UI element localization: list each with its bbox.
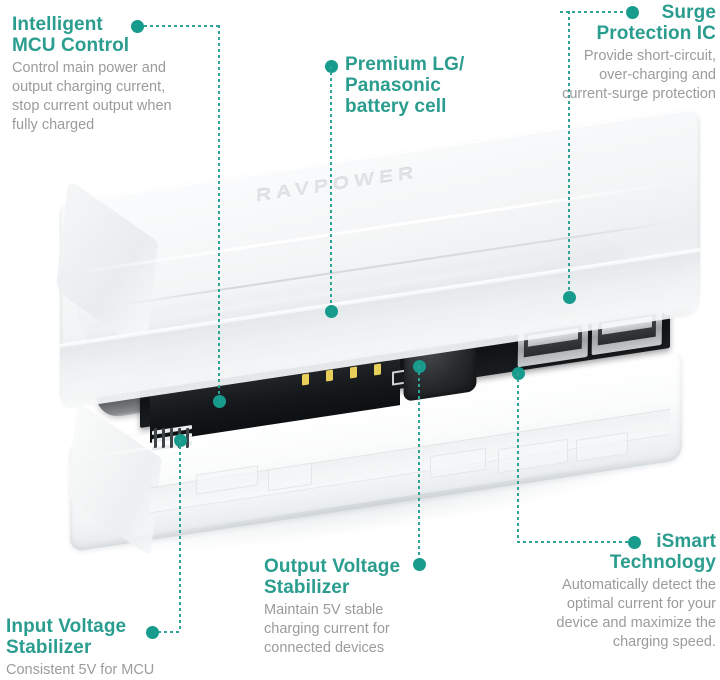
callout-body: Control main power and output charging c…: [12, 60, 172, 133]
callout-input-voltage-stabilizer: Input Voltage Stabilizer Consistent 5V f…: [6, 616, 206, 680]
connector-line-input-vertical: [179, 440, 181, 632]
callout-title: iSmart Technology: [609, 531, 716, 573]
pcb-gold-component: [374, 363, 381, 376]
connector-dot-ismart-label: [628, 536, 641, 549]
pcb-pad-split: [154, 427, 157, 449]
connector-line-mcu-vertical: [218, 25, 220, 401]
callout-surge-protection-ic: Surge Protection IC Provide short-circui…: [512, 2, 716, 104]
connector-line-input-horizontal: [158, 631, 180, 633]
connector-dot-input-label: [146, 626, 159, 639]
callout-body: Automatically detect the optimal current…: [556, 577, 716, 650]
callout-intelligent-mcu-control: Intelligent MCU Control Control main pow…: [12, 14, 212, 135]
connector-line-ismart-vertical: [517, 373, 519, 543]
callout-title: Premium LG/ Panasonic battery cell: [345, 54, 465, 117]
callout-title: Surge Protection IC: [596, 2, 716, 44]
connector-dot-mcu-target: [213, 395, 226, 408]
callout-body: Provide short-circuit, over-charging and…: [562, 48, 716, 102]
callout-output-voltage-stabilizer: Output Voltage Stabilizer Maintain 5V st…: [264, 556, 474, 658]
callout-body: Maintain 5V stable charging current for …: [264, 602, 390, 656]
connector-dot-surge-target: [563, 291, 576, 304]
callout-title: Output Voltage Stabilizer: [264, 556, 401, 598]
pcb-gold-component: [302, 373, 309, 386]
connector-line-surge-horizontal: [560, 11, 628, 13]
callout-premium-battery-cell: Premium LG/ Panasonic battery cell: [345, 54, 525, 117]
callout-title: Input Voltage Stabilizer: [6, 616, 127, 658]
connector-dot-output-label: [413, 558, 426, 571]
callout-ismart-technology: iSmart Technology Automatically detect t…: [500, 531, 716, 652]
connector-line-output-vertical: [418, 366, 420, 558]
pcb-pad-split: [162, 427, 165, 449]
connector-dot-battery-target: [325, 305, 338, 318]
connector-line-mcu-horizontal: [144, 25, 220, 27]
connector-line-battery-vertical: [330, 66, 332, 312]
pcb-gold-component: [326, 369, 333, 382]
connector-line-ismart-horizontal: [517, 541, 634, 543]
connector-dot-surge-label: [626, 6, 639, 19]
connector-line-surge-vertical: [568, 11, 570, 297]
pcb-gold-component: [350, 366, 357, 379]
callout-body: Consistent 5V for MCU: [6, 662, 155, 678]
callout-title: Intelligent MCU Control: [12, 14, 130, 56]
pcb-pad-split: [170, 427, 173, 449]
connector-dot-mcu-label: [131, 20, 144, 33]
